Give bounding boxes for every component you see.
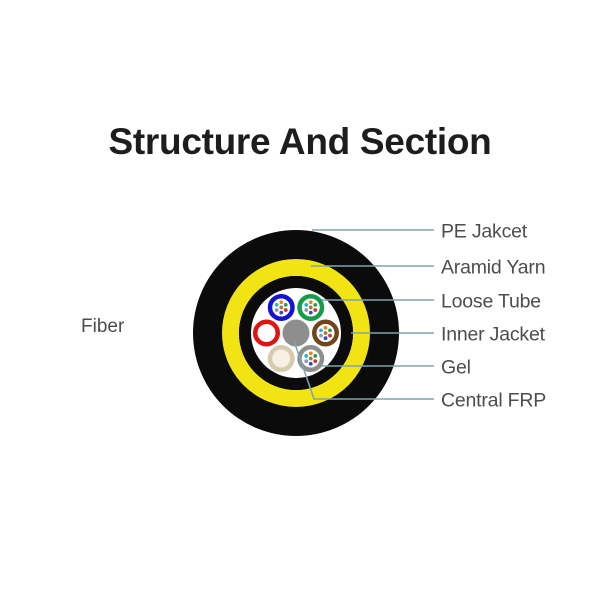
fiber-label: Fiber xyxy=(81,316,125,337)
fiber-dot xyxy=(304,308,309,312)
brown-loose-tube xyxy=(312,319,339,347)
fiber-dot xyxy=(313,354,318,358)
fiber-dot xyxy=(328,333,332,338)
annotation-label-inner-jacket: Inner Jacket xyxy=(441,323,545,346)
annotation-label-central-frp: Central FRP xyxy=(441,389,547,412)
fiber-dot xyxy=(319,333,323,338)
fiber-dot xyxy=(274,308,279,312)
fiber-dot xyxy=(279,310,284,315)
annotation-label-aramid-yarn: Aramid Yarn xyxy=(441,256,546,279)
beige-loose-tube xyxy=(267,345,295,373)
fiber-dot xyxy=(279,300,284,305)
fiber-dot xyxy=(313,359,318,364)
annotation-label-pe-jakcet: PE Jakcet xyxy=(441,220,527,243)
annotation-label-loose-tube: Loose Tube xyxy=(441,290,541,313)
fiber-dot xyxy=(304,354,309,358)
fiber-dot xyxy=(279,305,284,310)
fiber-dot xyxy=(304,359,309,364)
fiber-dot xyxy=(323,331,328,335)
fiber-dot xyxy=(323,325,328,330)
fiber-dot xyxy=(313,308,318,312)
fiber-dot xyxy=(308,351,313,356)
annotation-label-gel: Gel xyxy=(441,356,471,379)
blue-loose-tube xyxy=(267,293,295,321)
fiber-dot xyxy=(319,328,323,333)
red-loose-tube xyxy=(253,319,280,347)
fiber-dot xyxy=(328,328,332,333)
beige-loose-tube-ring xyxy=(267,345,295,373)
fiber-dot xyxy=(323,336,328,341)
fiber-dot xyxy=(308,310,313,315)
red-loose-tube-ring xyxy=(253,319,280,347)
fiber-dot xyxy=(308,305,313,310)
fiber-dot xyxy=(283,302,288,307)
page-title: Structure And Section xyxy=(108,121,492,162)
fiber-dot xyxy=(313,302,318,307)
fiber-dot xyxy=(308,356,313,361)
fiber-dot xyxy=(304,302,309,307)
fiber-dot xyxy=(283,308,288,312)
leader-line-central-frp xyxy=(293,340,434,400)
fiber-dot xyxy=(274,302,279,307)
fiber-dot xyxy=(308,300,313,305)
central-frp-circle xyxy=(282,319,310,347)
green-loose-tube xyxy=(297,293,325,321)
fiber-dot xyxy=(308,361,313,366)
